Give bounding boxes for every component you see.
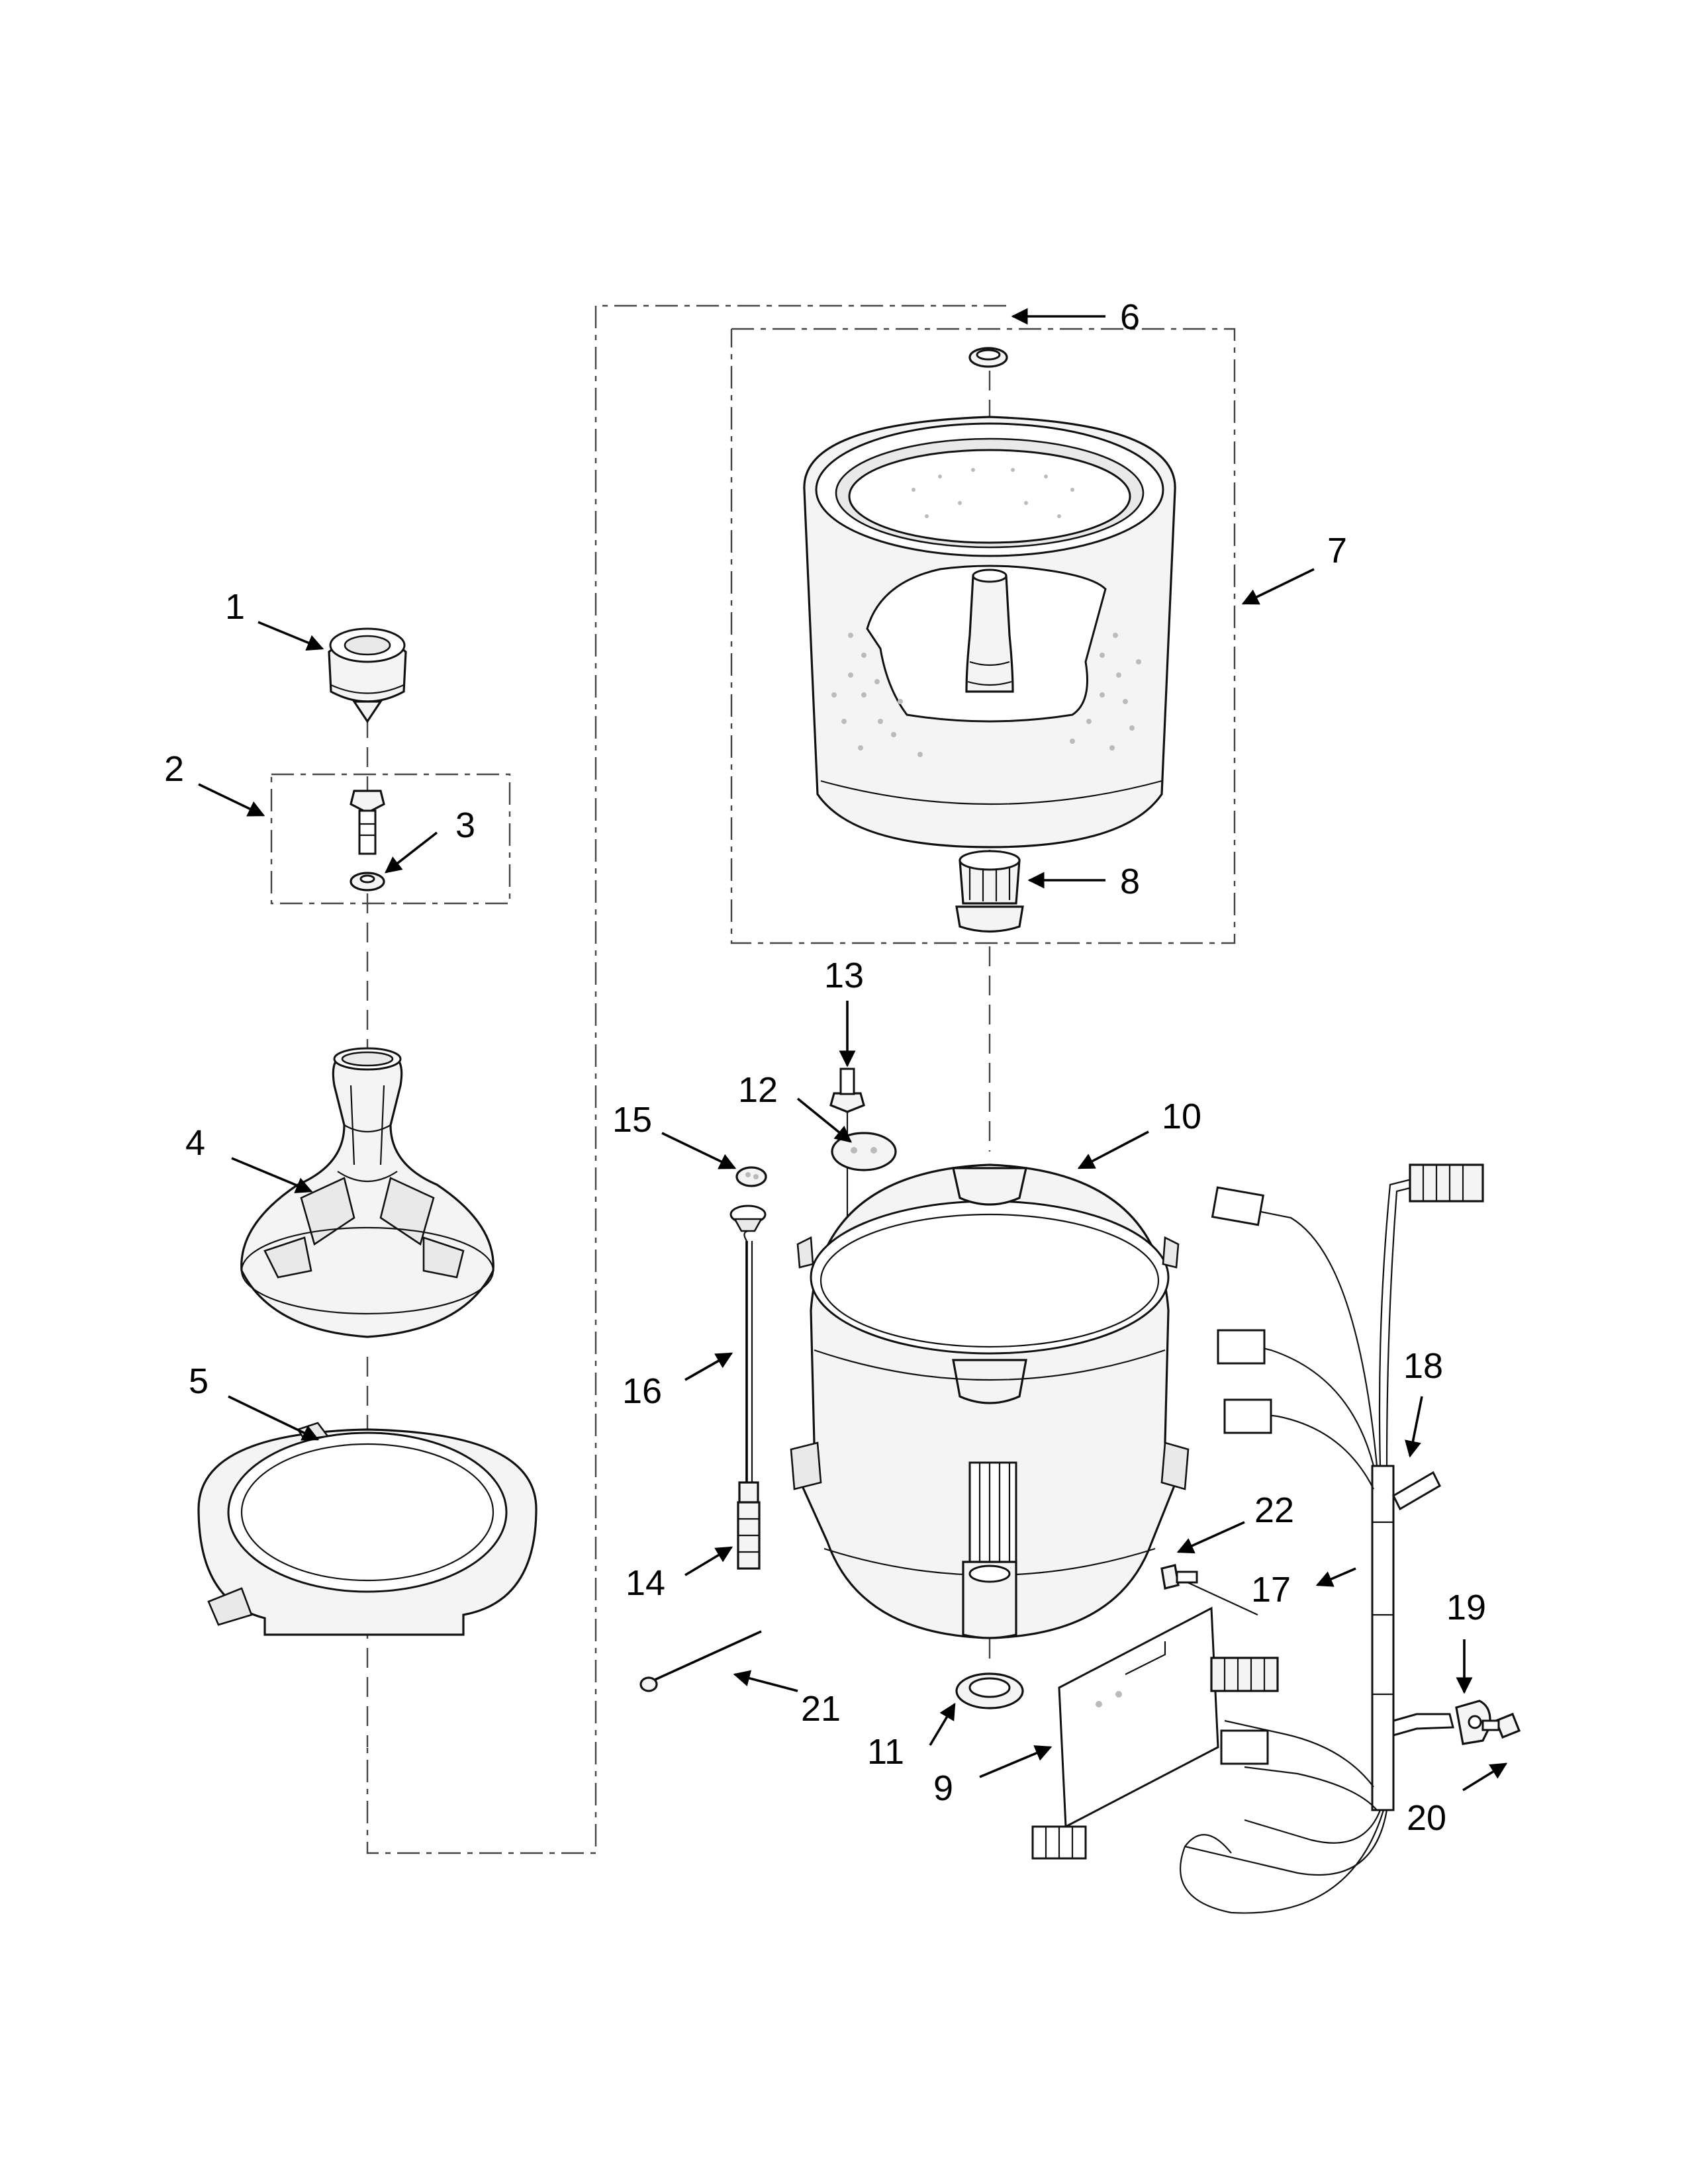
callout-15: 15 (612, 1100, 652, 1140)
callout-8: 8 (1120, 862, 1140, 901)
callout-12: 12 (738, 1070, 778, 1110)
callout-22: 22 (1254, 1490, 1294, 1530)
callout-18: 18 (1403, 1346, 1443, 1386)
callout-19: 19 (1446, 1588, 1486, 1627)
part-22-screw (1160, 1564, 1198, 1590)
callout-16: 16 (622, 1371, 662, 1411)
callout-17: 17 (1251, 1570, 1291, 1610)
part-12-cover-plate (831, 1132, 897, 1171)
basket-perforations (831, 468, 1141, 757)
callout-6: 6 (1120, 297, 1140, 337)
callout-13: 13 (824, 956, 864, 995)
part-8-drive-hub (955, 850, 1024, 933)
callout-2: 2 (164, 749, 184, 789)
part-20-screw (1481, 1712, 1521, 1739)
part-4-agitator (240, 1047, 494, 1338)
part-1-agitator-cap (328, 627, 407, 723)
callout-11: 11 (867, 1732, 904, 1772)
part-10-outer-tub (790, 1163, 1190, 1639)
part-21-cable-tie (639, 1630, 762, 1692)
callout-1: 1 (225, 587, 245, 627)
callout-labels: 1 2 3 4 5 6 7 8 9 10 11 12 13 14 15 16 1… (164, 297, 1486, 1838)
part-13-screw (829, 1068, 865, 1113)
callout-3: 3 (455, 805, 475, 845)
part-9-control-board (1058, 1606, 1219, 1829)
callout-9: 9 (933, 1768, 953, 1808)
part-11-tub-seal (955, 1672, 1024, 1709)
part-5-tub-ring (197, 1422, 538, 1636)
callout-7: 7 (1327, 531, 1347, 570)
part-7-wash-basket (803, 416, 1176, 848)
callout-10: 10 (1162, 1097, 1201, 1136)
leader-arrows (198, 308, 1508, 1792)
callout-5: 5 (189, 1361, 209, 1401)
part-15-16-14-pressure-hose (729, 1166, 767, 1570)
callout-14: 14 (626, 1563, 665, 1603)
part-17-wire-harness (1031, 1163, 1484, 1914)
part-3-bolt-washer (350, 790, 385, 891)
callout-20: 20 (1407, 1798, 1446, 1838)
callout-21: 21 (801, 1689, 841, 1729)
part-6-hub-nut (968, 347, 1008, 368)
part-19-clamp (1455, 1700, 1491, 1745)
callout-4: 4 (185, 1123, 205, 1163)
